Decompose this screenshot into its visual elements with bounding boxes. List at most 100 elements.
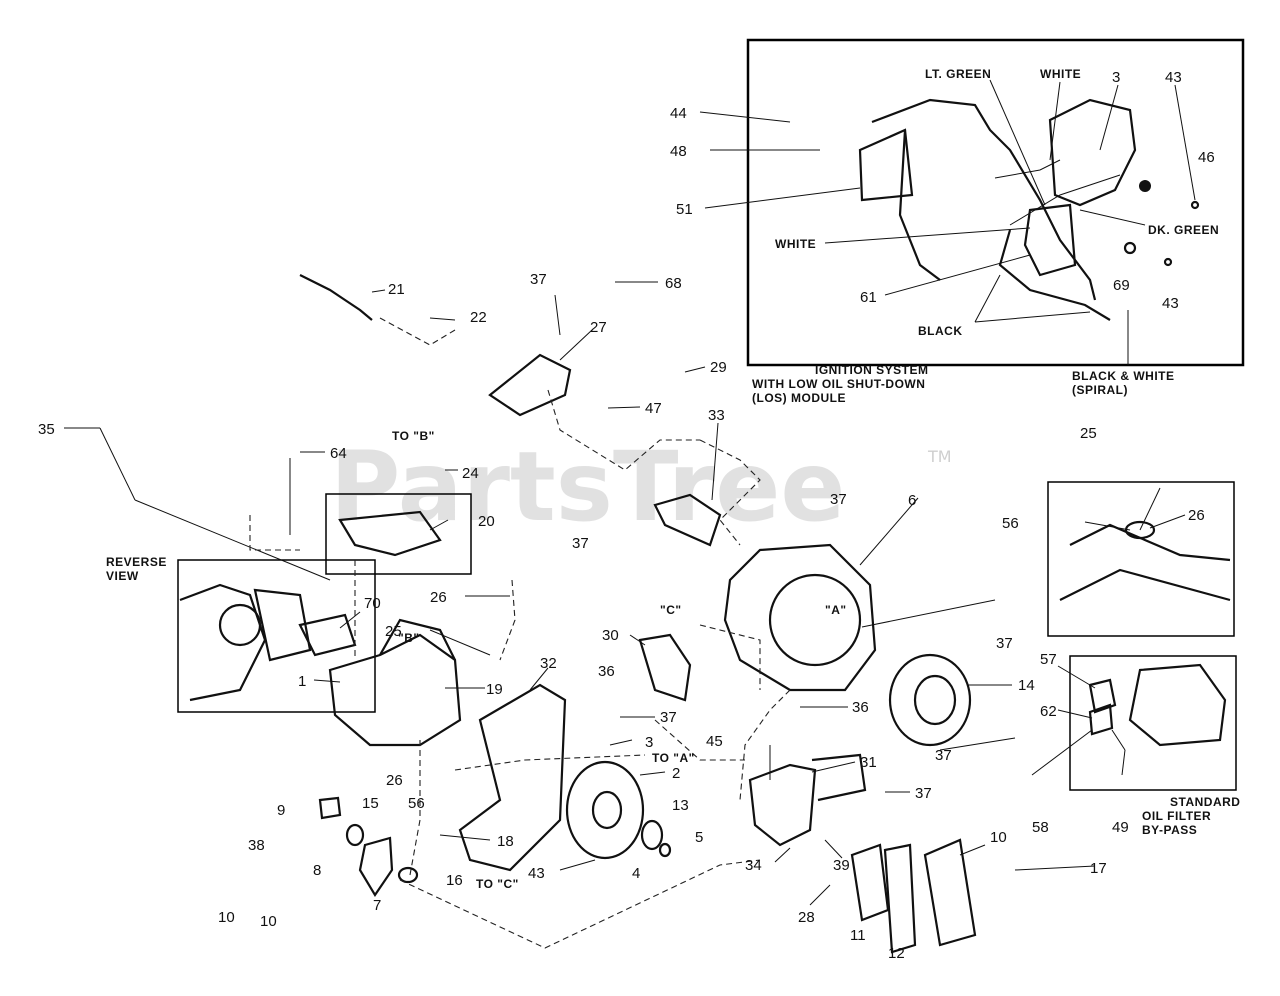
- oil-housing: [1128, 663, 1227, 747]
- callout-10-bottom-a: 10: [218, 909, 235, 926]
- callout-45: 45: [706, 733, 723, 750]
- fuel-tank-edge: [1069, 523, 1231, 562]
- leader-6: [859, 497, 919, 566]
- callout-13: 13: [672, 797, 689, 814]
- reverse-caption-1: REVERSE: [106, 555, 167, 569]
- callout-10-right: 10: [990, 829, 1007, 846]
- leader-26-inset: [1149, 514, 1186, 529]
- callout-2: 2: [672, 765, 680, 782]
- route-blower: [699, 439, 761, 546]
- screw-43b-shape: [1163, 257, 1173, 267]
- callout-44: 44: [670, 105, 687, 122]
- callout-25-inset: 25: [1080, 425, 1097, 442]
- callout-47: 47: [645, 400, 662, 417]
- leader-10-right: [959, 844, 986, 856]
- leader-37-top: [554, 294, 561, 336]
- callout-21: 21: [388, 281, 405, 298]
- fuel-fitting: [1124, 520, 1156, 540]
- screw-43-shape: [1190, 200, 1200, 210]
- callout-33: 33: [708, 407, 725, 424]
- reverse-engine-outline: [179, 583, 267, 702]
- route-spring: [379, 317, 456, 346]
- los-module: [1023, 203, 1077, 277]
- callout-16: 16: [446, 872, 463, 889]
- callout-3-inset: 3: [1112, 69, 1120, 86]
- wire-harness: [998, 229, 1111, 321]
- callout-61: 61: [860, 289, 877, 306]
- callout-57: 57: [1040, 651, 1057, 668]
- muffler-31: [748, 763, 817, 847]
- route-c: [699, 624, 761, 690]
- route-64: [249, 515, 300, 551]
- flywheel: [565, 760, 645, 860]
- leader-62: [1057, 709, 1093, 719]
- callout-10-bottom-b: 10: [260, 913, 277, 930]
- ignition-housing-outline: [871, 98, 1097, 301]
- ignition-coil-upper: [1048, 98, 1137, 207]
- oil-inset-frame: [1069, 655, 1237, 791]
- callout-37-right: 37: [935, 747, 952, 764]
- label-black-white-1: BLACK & WHITE: [1072, 369, 1175, 383]
- callout-34: 34: [745, 857, 762, 874]
- callout-27: 27: [590, 319, 607, 336]
- leader-44: [699, 111, 791, 123]
- leader-2: [639, 771, 666, 776]
- callout-48: 48: [670, 143, 687, 160]
- leader-35c: [134, 499, 331, 581]
- callout-3-main: 3: [645, 734, 653, 751]
- rewind-starter: [888, 653, 972, 747]
- label-black-white-2: (SPIRAL): [1072, 383, 1128, 397]
- leader-20: [429, 519, 449, 531]
- callout-20: 20: [478, 513, 495, 530]
- blower-housing: [723, 543, 877, 692]
- leader-29: [684, 366, 706, 373]
- callout-62: 62: [1040, 703, 1057, 720]
- leader-37-right: [939, 737, 1016, 751]
- oil-plate: [1088, 703, 1114, 736]
- callout-37-top: 37: [530, 271, 547, 288]
- control-bracket-27: [488, 353, 572, 417]
- fuel-tank-lower: [1059, 568, 1231, 602]
- oil-caption-3: BY-PASS: [1142, 823, 1197, 837]
- callout-38: 38: [248, 837, 265, 854]
- blower-opening: [768, 573, 862, 667]
- leader-dk-green: [1079, 209, 1146, 226]
- ignition-caption-3: (LOS) MODULE: [752, 391, 846, 405]
- watermark-logo: PartsTree: [330, 431, 845, 543]
- leader-white-left: [824, 227, 1031, 244]
- gasket-16: [397, 866, 419, 884]
- bracket-30: [638, 633, 692, 702]
- callout-4: 4: [632, 865, 640, 882]
- oil-fill-cap-7: [358, 836, 394, 898]
- leader-58: [1031, 729, 1093, 776]
- callout-68: 68: [665, 275, 682, 292]
- callout-6: 6: [908, 492, 916, 509]
- callout-64: 64: [330, 445, 347, 462]
- label-dk-green: DK. GREEN: [1148, 223, 1219, 237]
- leader-22: [429, 317, 456, 321]
- leader-27: [559, 329, 593, 361]
- callout-22: 22: [470, 309, 487, 326]
- ignition-bracket: [858, 128, 914, 202]
- ignition-housing-edge: [898, 129, 941, 281]
- muffler-bracket: [811, 753, 867, 802]
- callout-37-mid: 37: [660, 709, 677, 726]
- leader-25: [429, 629, 491, 656]
- leader-33: [711, 422, 719, 501]
- leader-17: [1014, 865, 1096, 871]
- marker-c: "C": [660, 603, 682, 617]
- callout-37-blower: 37: [830, 491, 847, 508]
- callout-43-top: 43: [1165, 69, 1182, 86]
- leader-21: [371, 289, 386, 293]
- part-20-frame: [325, 493, 472, 575]
- leader-black-b: [974, 311, 1091, 323]
- reverse-caption-2: VIEW: [106, 569, 139, 583]
- callout-36-left: 36: [598, 663, 615, 680]
- air-filter-element-12: [883, 843, 917, 954]
- leader-37-far: [861, 599, 996, 628]
- callout-17: 17: [1090, 860, 1107, 877]
- fuel-line: [1139, 487, 1161, 531]
- oil-filter-inset: [1031, 655, 1237, 791]
- callout-37-muffler: 37: [915, 785, 932, 802]
- route-to-a: [454, 754, 646, 771]
